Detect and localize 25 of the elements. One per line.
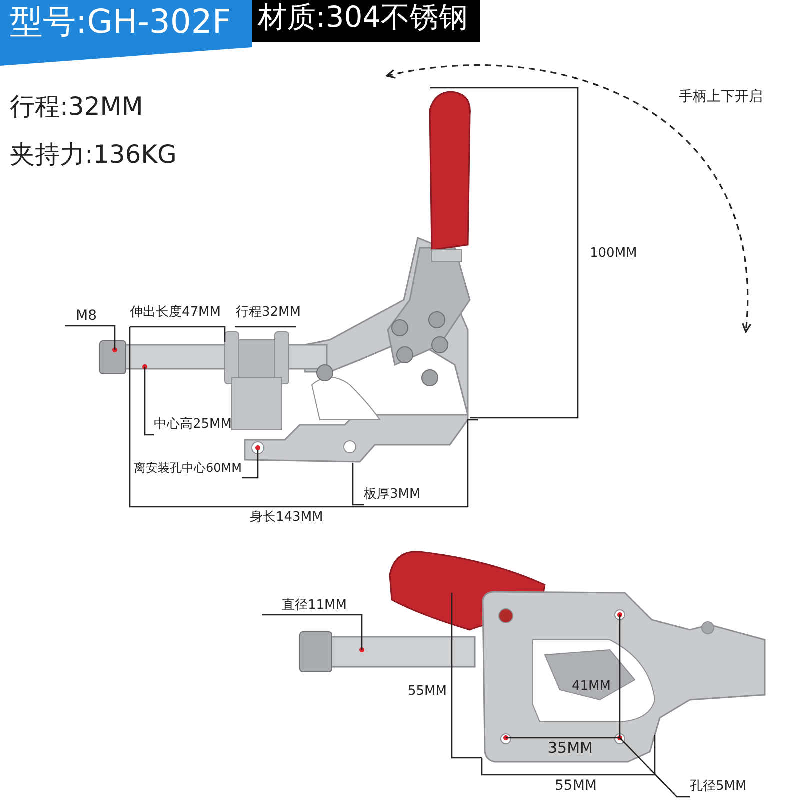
spec-text: 夹持力:136KG xyxy=(10,140,177,170)
leader-line xyxy=(144,367,154,436)
leader-line xyxy=(64,325,116,350)
dimension-label: 55MM xyxy=(555,778,597,795)
dimension-label: 100MM xyxy=(590,246,638,262)
dimension-label: 伸出长度47MM xyxy=(130,305,221,321)
spec-text: 行程:32MM xyxy=(10,92,144,122)
leader-line xyxy=(352,463,364,506)
leader-label: 孔径5MM xyxy=(690,777,747,797)
leader-label: 中心高25MM xyxy=(154,415,232,435)
dimension-label: 41MM xyxy=(572,679,611,695)
motion-label: 手柄上下开启 xyxy=(679,89,763,106)
leader-label: M8 xyxy=(76,306,97,326)
material-banner: 材质:304不锈钢 xyxy=(252,0,480,42)
leader-label: 直径11MM xyxy=(282,596,347,615)
model-banner: 型号:GH-302F xyxy=(0,0,252,66)
dimension-label: 行程32MM xyxy=(236,305,301,321)
dimension-label: 55MM xyxy=(408,684,447,700)
leader-line xyxy=(242,450,259,479)
leader-line xyxy=(261,614,363,650)
leader-label: 离安装孔中心60MM xyxy=(134,459,242,478)
leader-label: 板厚3MM xyxy=(364,485,421,505)
leader-line xyxy=(620,738,690,798)
dimension-label: 身长143MM xyxy=(250,510,324,526)
dimension-label: 35MM xyxy=(548,739,593,757)
